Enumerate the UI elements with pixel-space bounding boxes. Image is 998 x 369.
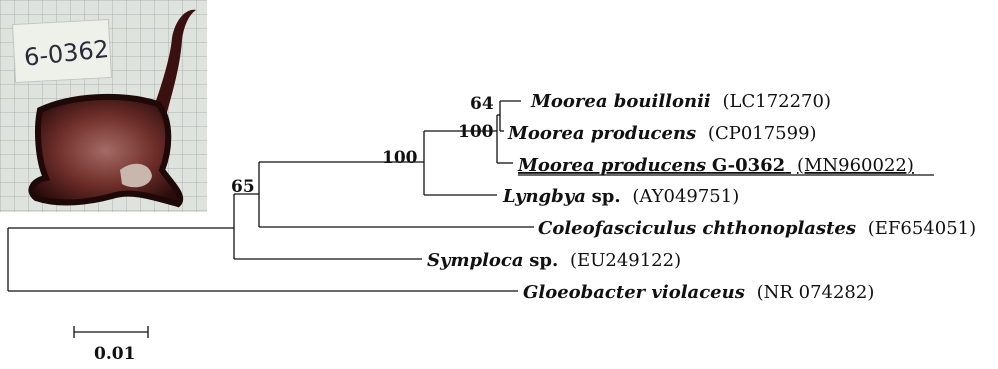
taxon-label: Moorea producens (CP017599) <box>507 123 817 144</box>
support-value: 100 <box>458 122 494 142</box>
support-value: 65 <box>231 177 255 197</box>
scale-bar: 0.01 <box>73 326 149 364</box>
specimen-photo: 6-0362 <box>0 0 207 212</box>
specimen-tail <box>150 9 196 124</box>
specimen-hole <box>120 163 152 188</box>
taxon-label: Moorea bouillonii (LC172270) <box>530 91 831 112</box>
taxon-label: Coleofasciculus chthonoplastes (EF654051… <box>538 218 976 239</box>
taxon-label: Lyngbya sp. (AY049751) <box>502 186 739 207</box>
taxon-label-highlighted: Moorea producens G-0362 (MN960022) <box>517 155 914 176</box>
taxon-label: Gloeobacter violaceus (NR 074282) <box>523 282 874 303</box>
tree-branches <box>7 100 534 292</box>
scale-bar-label: 0.01 <box>94 344 135 364</box>
taxon-label: Symploca sp. (EU249122) <box>427 250 681 271</box>
sample-label-card <box>12 19 112 83</box>
support-value: 64 <box>470 94 494 114</box>
support-value: 100 <box>382 148 418 168</box>
